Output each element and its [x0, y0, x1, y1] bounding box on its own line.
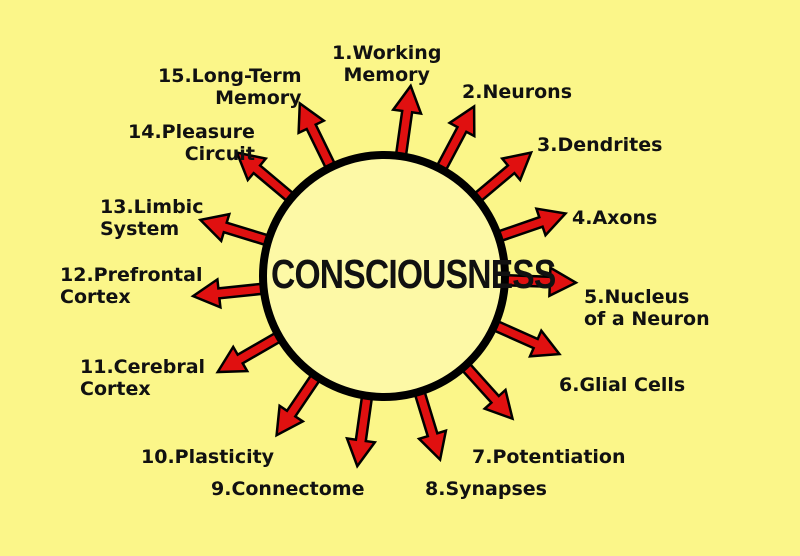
arrow-glial-cells — [488, 317, 562, 358]
arrow-neurons — [433, 104, 476, 176]
item-label-dendrites: 3.Dendrites — [537, 134, 663, 156]
arrow-synapses — [412, 385, 448, 463]
item-label-axons: 4.Axons — [572, 207, 658, 229]
item-label-glial-cells: 6.Glial Cells — [559, 374, 686, 396]
arrow-pleasure-circuit — [234, 150, 299, 206]
arrow-nucleus — [500, 265, 579, 298]
item-label-prefrontal-cortex: 12.Prefrontal Cortex — [60, 264, 203, 308]
item-label-neurons: 2.Neurons — [462, 81, 573, 103]
arrow-connectome — [345, 390, 378, 469]
arrow-long-term-memory — [297, 101, 339, 174]
arrow-plasticity — [275, 369, 324, 438]
item-label-synapses: 8.Synapses — [425, 478, 547, 500]
item-label-limbic-system: 13.Limbic System — [100, 196, 204, 240]
item-label-cerebral-cortex: 11.Cerebral Cortex — [80, 356, 206, 400]
item-label-pleasure-circuit: 14.Pleasure Circuit — [128, 121, 255, 165]
item-label-potentiation: 7.Potentiation — [472, 446, 626, 468]
arrow-working-memory — [390, 83, 423, 162]
item-label-connectome: 9.Connectome — [211, 478, 365, 500]
arrow-axons — [492, 207, 568, 244]
arrows-group — [190, 83, 579, 469]
arrow-dendrites — [469, 150, 534, 206]
center-circle — [259, 151, 509, 401]
item-label-plasticity: 10.Plasticity — [141, 446, 275, 468]
item-label-nucleus: 5.Nucleus of a Neuron — [584, 286, 710, 330]
arrow-potentiation — [457, 358, 515, 421]
arrow-cerebral-cortex — [215, 328, 287, 374]
arrow-limbic-system — [197, 212, 275, 248]
item-label-working-memory: 1.Working Memory — [332, 42, 442, 86]
item-label-long-term-memory: 15.Long-Term Memory — [158, 65, 302, 109]
center-label: CONSCIOUSNESS — [271, 251, 556, 297]
arrow-prefrontal-cortex — [190, 277, 269, 310]
